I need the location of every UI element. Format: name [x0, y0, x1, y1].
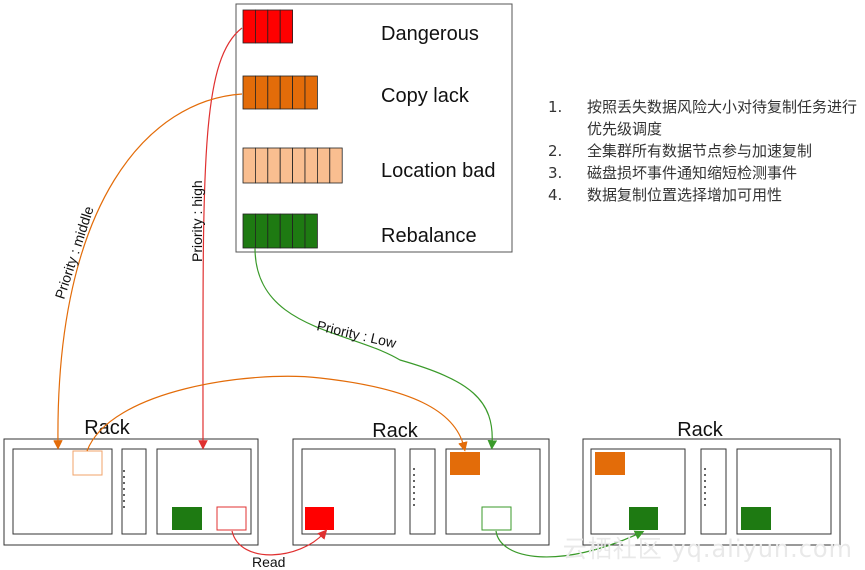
legend-bar-cell — [267, 75, 281, 110]
note-item: 3. 磁盘损坏事件通知缩短检测事件 — [548, 162, 863, 184]
note-text: 数据复制位置选择增加可用性 — [587, 186, 783, 204]
legend-bars — [242, 9, 343, 249]
legend-bar-cell — [279, 9, 294, 44]
legend-bar-cell — [254, 75, 269, 110]
note-item: 1. 按照丢失数据风险大小对待复制任务进行优先级调度 — [548, 96, 863, 140]
rack-1-green-block — [172, 507, 202, 530]
rack-3-label: Rack — [677, 419, 724, 441]
legend-bar-cell — [304, 213, 318, 249]
legend-bar-cell — [267, 213, 281, 249]
rack-3-spacer — [700, 448, 727, 535]
rack-2-red-block — [305, 507, 334, 530]
legend-bar-cell — [316, 147, 331, 184]
arrow-rebalance-move — [495, 530, 645, 558]
legend-bar-cell — [292, 147, 306, 184]
spacer-dots — [123, 468, 706, 508]
note-number: 1. — [548, 98, 563, 116]
rack-1-frame — [3, 438, 259, 546]
legend-bar-cell — [242, 9, 256, 44]
note-number: 2. — [548, 142, 563, 160]
note-text: 全集群所有数据节点参与加速复制 — [587, 142, 813, 160]
note-item: 2. 全集群所有数据节点参与加速复制 — [548, 140, 863, 162]
label-priority-low: Priority : Low — [315, 317, 398, 351]
legend-label-rebalance: Rebalance — [381, 225, 477, 247]
rack-2-label: Rack — [372, 420, 419, 442]
label-priority-high: Priority : high — [189, 180, 205, 262]
legend-bar-cell — [279, 213, 294, 249]
arrow-read — [231, 529, 328, 556]
arrow-priority-high — [198, 27, 243, 450]
note-number: 4. — [548, 186, 563, 204]
legend-bar-cell — [292, 213, 306, 249]
legend-bar-cell — [267, 9, 281, 44]
legend-bar-cell — [279, 147, 294, 184]
note-text: 按照丢失数据风险大小对待复制任务进行优先级调度 — [587, 98, 858, 138]
watermark: 云栖社区 yq.aliyun.com — [562, 535, 853, 563]
rack-1-orange-outline-block — [72, 450, 103, 476]
legend-bar-cell — [304, 75, 318, 110]
arrow-priority-low — [254, 247, 498, 450]
rack-3-frame — [582, 438, 841, 546]
legend-bar-cell — [254, 9, 269, 44]
rack-2-spacer — [409, 448, 436, 535]
arrow-copy-orange — [86, 375, 468, 452]
label-read: Read — [252, 554, 285, 570]
legend-bar-cell — [304, 147, 318, 184]
rack-3-orange-block — [595, 452, 625, 475]
arrow-priority-middle — [53, 93, 243, 450]
rack-2-orange-block — [450, 452, 480, 475]
note-number: 3. — [548, 164, 563, 182]
legend-bar-cell — [254, 147, 269, 184]
note-item: 4. 数据复制位置选择增加可用性 — [548, 184, 863, 206]
rack-3-green-block-1 — [629, 507, 658, 530]
label-priority-middle: Priority : middle — [52, 204, 97, 301]
rack-1-red-outline-block — [216, 506, 247, 531]
legend-bar-cell — [279, 75, 294, 110]
legend-bar-cell — [242, 147, 256, 184]
legend-bar-cell — [254, 213, 269, 249]
note-text: 磁盘损坏事件通知缩短检测事件 — [587, 164, 798, 182]
rack-1-label: Rack — [84, 417, 131, 439]
legend-label-dangerous: Dangerous — [381, 23, 479, 45]
legend-bar-cell — [267, 147, 281, 184]
legend-box — [235, 3, 513, 253]
legend-bar-cell — [329, 147, 343, 184]
rack-2-green-outline-block — [481, 506, 512, 531]
rack-2-frame — [292, 438, 550, 546]
legend-bar-cell — [242, 213, 256, 249]
rack-3-green-block-2 — [741, 507, 771, 530]
rack-1-spacer — [121, 448, 147, 535]
legend-bar-cell — [292, 75, 306, 110]
legend-bar-cell — [242, 75, 256, 110]
notes-list: 1. 按照丢失数据风险大小对待复制任务进行优先级调度 2. 全集群所有数据节点参与加… — [548, 96, 863, 206]
legend-label-location-bad: Location bad — [381, 160, 496, 182]
legend-label-copy-lack: Copy lack — [381, 85, 470, 107]
